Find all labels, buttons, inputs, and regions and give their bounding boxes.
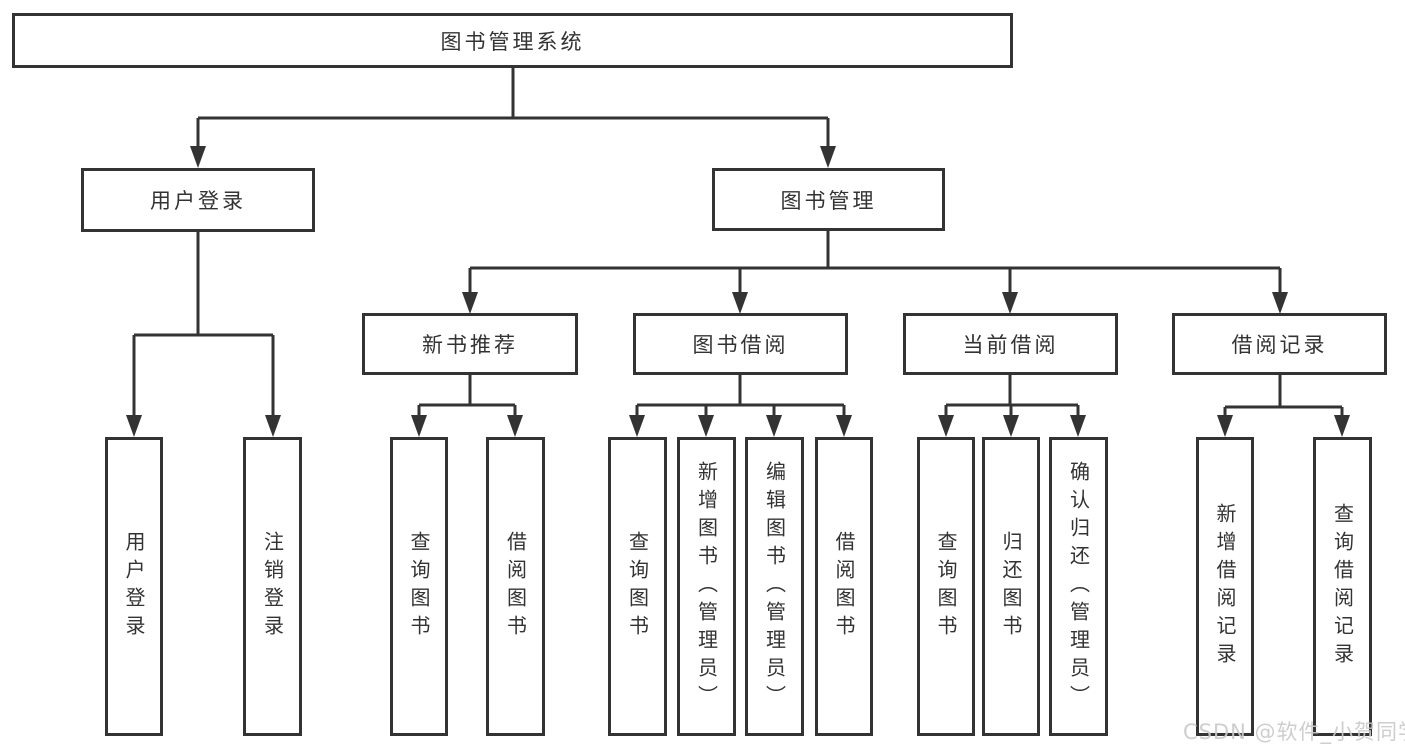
leaf-return-books: 归还图书 (982, 437, 1040, 736)
node-borrowing-records: 借阅记录 (1172, 313, 1387, 375)
leaf-confirm-return-admin: 确认归还（管理员） (1049, 437, 1108, 736)
watermark-text: CSDN @软件_小贺同学 (1183, 720, 1405, 744)
leaf-query-books: 查询图书 (917, 437, 975, 736)
node-book-borrowing: 图书借阅 (633, 313, 848, 375)
leaf-edit-book-admin: 编辑图书（管理员） (745, 437, 804, 736)
leaf-query-books: 查询图书 (608, 437, 667, 736)
node-current-borrowing: 当前借阅 (903, 313, 1118, 375)
leaf-add-book-admin: 新增图书（管理员） (677, 437, 736, 736)
leaf-borrow-books: 借阅图书 (815, 437, 873, 736)
node-book-management: 图书管理 (712, 168, 945, 231)
node-library-management-system: 图书管理系统 (12, 13, 1013, 68)
leaf-borrow-books: 借阅图书 (486, 437, 545, 736)
node-user-login: 用户登录 (81, 168, 315, 232)
leaf-add-borrow-record: 新增借阅记录 (1196, 437, 1254, 736)
leaf-user-login: 用户登录 (105, 437, 163, 736)
leaf-query-borrow-record: 查询借阅记录 (1313, 437, 1372, 736)
leaf-logout-login: 注销登录 (243, 437, 302, 736)
node-new-book-recommendation: 新书推荐 (362, 313, 578, 375)
arrowheads (126, 146, 1350, 437)
leaf-query-books: 查询图书 (390, 437, 448, 736)
